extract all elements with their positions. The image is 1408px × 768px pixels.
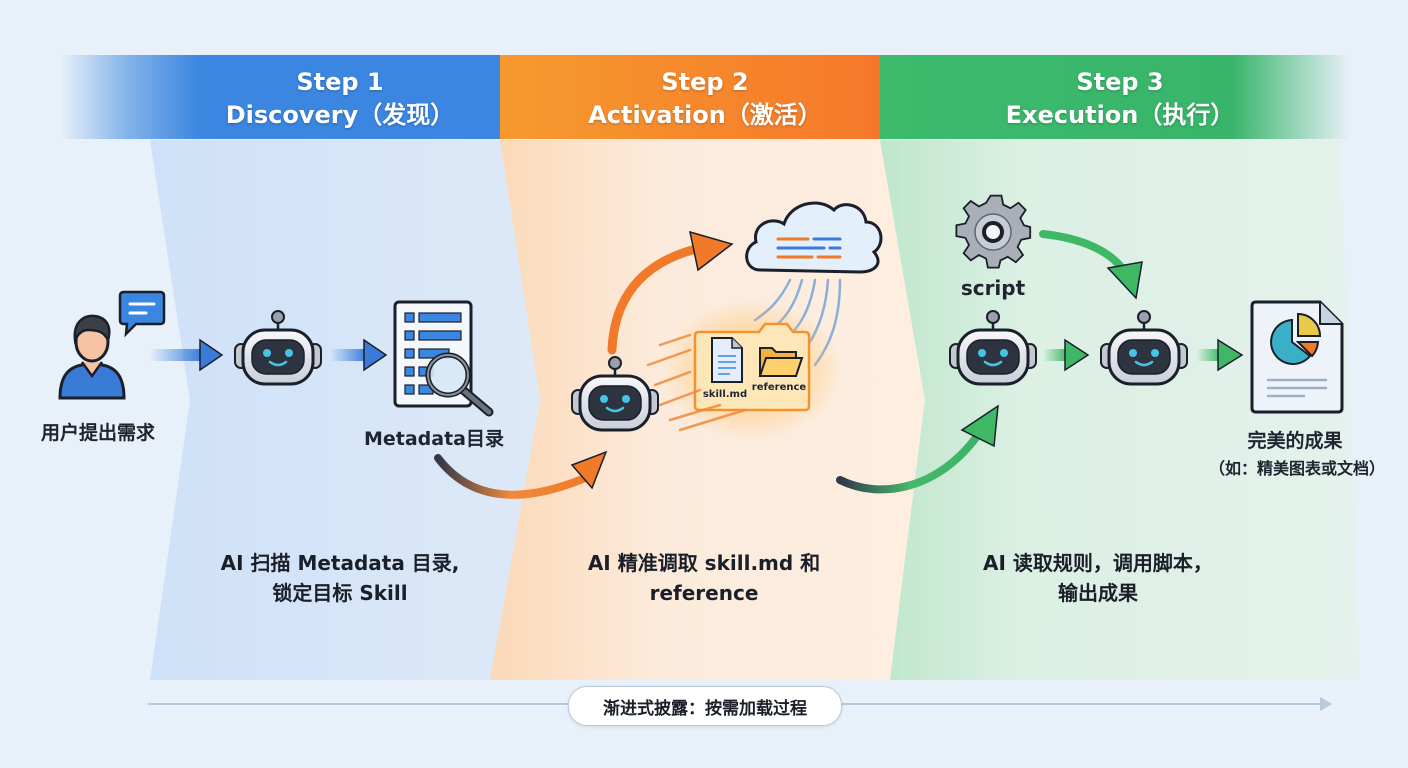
arrow-robot-to-metadata — [330, 338, 388, 372]
user-request-label: 用户提出需求 — [40, 422, 155, 444]
script-gear-icon — [955, 194, 1032, 269]
reference-folder-icon — [758, 347, 804, 377]
skill-md-label: skill.md — [703, 389, 747, 400]
step3-title: Execution（执行） — [1005, 101, 1235, 129]
cloud-icon — [745, 201, 883, 274]
step2-description: AI 精准调取 skill.md 和 reference — [587, 551, 821, 605]
band-step1 — [150, 140, 540, 680]
metadata-catalog-icon — [393, 300, 494, 417]
result-subtitle: （如：精美图表或文档） — [1208, 459, 1385, 478]
header-step3: Step 3 Execution（执行） — [960, 66, 1280, 132]
step2-number: Step 2 — [661, 68, 749, 96]
band-step3 — [880, 140, 1360, 680]
chat-bubble-icon — [118, 290, 166, 338]
header-step1: Step 1 Discovery（发现） — [190, 66, 490, 132]
robot-icon-step1 — [234, 310, 322, 386]
timeline-label: 渐进式披露：按需加载过程 — [568, 686, 842, 726]
step1-number: Step 1 — [296, 68, 384, 96]
speed-streaks — [646, 333, 747, 432]
curved-arrow-gear-to-robot — [1039, 230, 1143, 300]
header-band-step3 — [880, 55, 1350, 139]
step3-description: AI 读取规则，调用脚本， 输出成果 — [983, 551, 1213, 605]
step3-number: Step 3 — [1076, 68, 1164, 96]
header-step2: Step 2 Activation（激活） — [550, 66, 860, 132]
arrow-robot-to-result — [1196, 338, 1244, 372]
curved-arrow-to-cloud — [607, 230, 734, 355]
script-label: script — [961, 276, 1026, 300]
header-band-step2 — [500, 55, 900, 139]
curved-arrow-to-activation — [434, 450, 608, 499]
step1-title: Discovery（发现） — [225, 101, 455, 129]
step2-title: Activation（激活） — [588, 101, 822, 129]
result-document-icon — [1250, 300, 1344, 414]
metadata-label: Metadata目录 — [363, 428, 505, 450]
step1-description: AI 扫描 Metadata 目录, 锁定目标 Skill — [220, 551, 460, 605]
skill-md-file-icon — [711, 337, 743, 383]
curved-arrow-to-execution — [836, 404, 999, 494]
pie-chart-icon — [1270, 312, 1322, 365]
header-band-step1 — [60, 55, 530, 139]
arrow-user-to-robot — [150, 338, 224, 372]
user-icon — [58, 314, 126, 400]
arrow-robot-to-robot — [1043, 338, 1090, 372]
magnifier-icon — [425, 352, 494, 417]
result-title: 完美的成果 — [1247, 430, 1343, 452]
reference-label: reference — [752, 382, 807, 393]
